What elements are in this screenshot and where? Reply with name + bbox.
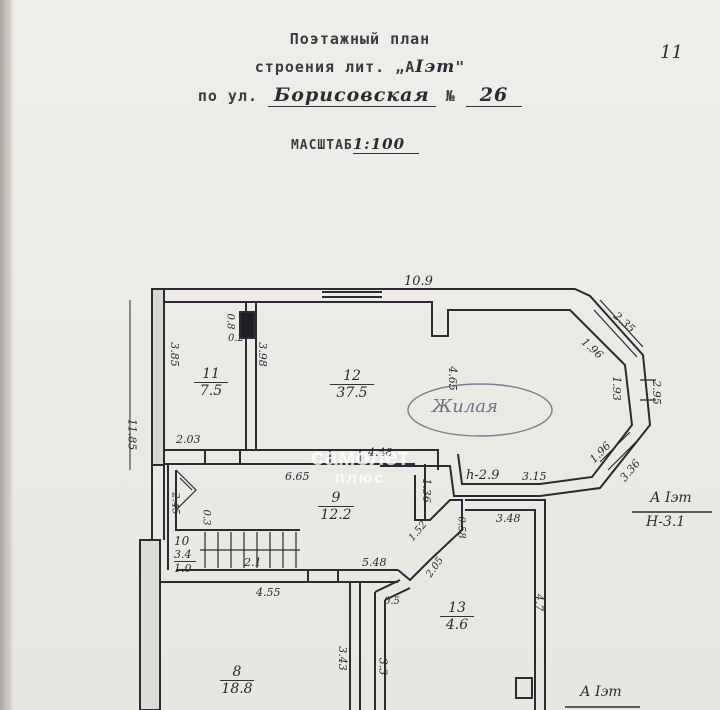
lit-label: А Іэт <box>650 490 692 506</box>
height-inner: h-2.9 <box>466 468 500 483</box>
room-10-label: 10 3.4 1.0 <box>174 534 196 575</box>
room-8-dim-b: 3.43 <box>335 646 349 671</box>
house-number: 26 <box>465 84 523 107</box>
room-13-dim-b: 4.7 <box>532 593 546 612</box>
street-name: Борисовская <box>268 84 436 107</box>
outer-wall <box>152 288 652 497</box>
room-9-dim-b: 5.48 <box>362 556 387 569</box>
plan-title-line1: Поэтажный план <box>289 30 431 48</box>
book-fold <box>0 0 14 710</box>
dim-02: 0.2 <box>228 333 244 344</box>
room-12-dim-b: 4.65 <box>445 366 459 391</box>
room-12-dim-a: 6.65 <box>285 470 310 483</box>
watermark: самолет плюс <box>310 444 410 488</box>
outer-wall-inner <box>164 301 634 485</box>
room-13-dim-a: 3.48 <box>496 512 521 525</box>
dim-bay-3: 1.93 <box>609 376 623 401</box>
room-8-label: 8 18.8 <box>220 664 254 697</box>
dim-08: 0.8 <box>224 313 236 330</box>
dim-overall-width: 10.9 <box>404 274 433 289</box>
height-outer: Н-3.1 <box>646 514 686 530</box>
room-9-label: 9 12.2 <box>318 490 354 523</box>
stamp-living: Жилая <box>432 396 498 417</box>
room-11-dim-b: 2.03 <box>176 433 201 446</box>
stairs <box>175 469 300 568</box>
room-12-label: 12 37.5 <box>330 368 374 401</box>
room-11-dim-c: 3.98 <box>255 342 269 367</box>
dim-058: 0.58 <box>455 516 467 539</box>
room-12-dim-c: 4.48 <box>368 446 393 459</box>
wall-13 <box>374 579 411 710</box>
plan-title-line2: строения лит. „АІэт" <box>254 57 466 77</box>
paper-sheet <box>10 0 720 710</box>
dim-left: 11.85 <box>125 418 139 451</box>
room-8-dim-a: 4.55 <box>256 586 281 599</box>
dim-315: 3.15 <box>522 470 547 483</box>
room-13-dim-c: 3.3 <box>376 657 390 676</box>
corner-page-mark: 11 <box>660 42 683 63</box>
dim-245: 2.45 <box>169 492 181 515</box>
lit-label-bottom: А Іэт <box>580 684 622 700</box>
room-11-dim-a: 3.85 <box>167 342 181 367</box>
room-11-label: 11 7.5 <box>194 366 228 399</box>
dim-bay-4: 2.95 <box>649 380 663 405</box>
dim-03: 0.3 <box>200 509 212 526</box>
room-13-label: 13 4.6 <box>440 600 474 633</box>
dim-05: 0.5 <box>384 596 400 607</box>
plan-title-line3: по ул. Борисовская № 26 <box>0 84 720 107</box>
scale-line: МАСШТАБ1:100 <box>0 135 715 154</box>
wall-9 <box>167 465 300 570</box>
wall-8 <box>160 581 361 710</box>
room-10-dim-b: 2.1 <box>244 556 262 569</box>
